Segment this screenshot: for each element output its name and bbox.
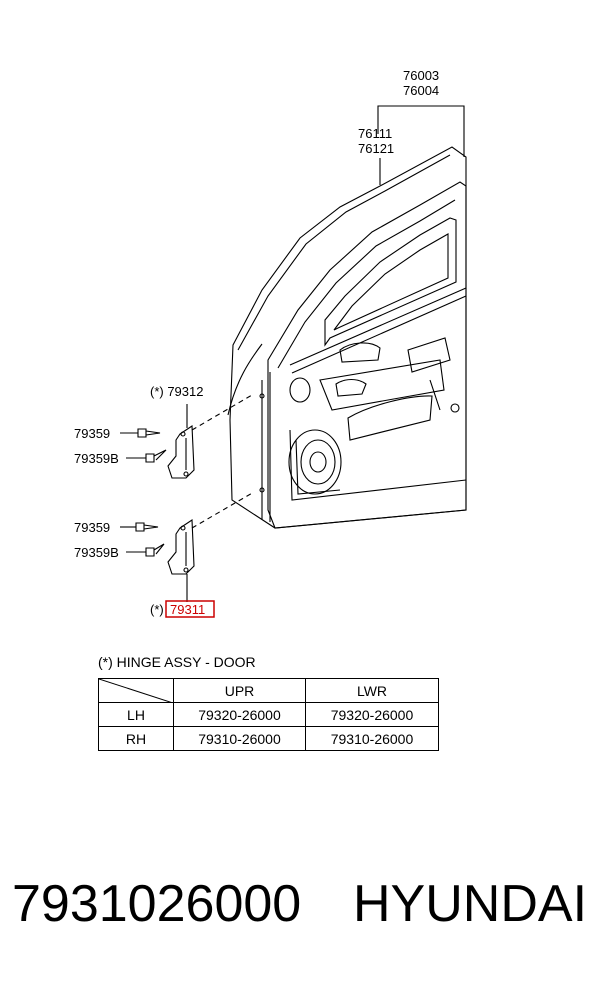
table-cell-upr: 79320-26000 bbox=[173, 702, 306, 727]
highlight-box bbox=[165, 600, 215, 618]
callout-76003: 76003 bbox=[403, 68, 439, 83]
legend-title: (*) HINGE ASSY - DOOR bbox=[98, 654, 256, 670]
part-number: 7931026000 bbox=[12, 875, 302, 933]
callout-79311[interactable]: 79311 bbox=[170, 602, 205, 617]
callout-79312: (*) 79312 bbox=[150, 384, 203, 399]
callout-76111: 76111 bbox=[358, 126, 392, 141]
door-inner-panel bbox=[267, 181, 467, 529]
callout-79359-lower: 79359 bbox=[74, 520, 110, 535]
callout-76121: 76121 bbox=[358, 141, 394, 156]
table-header-lwr: LWR bbox=[305, 678, 439, 703]
table-cell-side: RH bbox=[98, 726, 174, 751]
table-cell-lwr: 79310-26000 bbox=[305, 726, 439, 751]
door-exploded-diagram: 76003 76004 76111 76121 (*) 79312 79359 … bbox=[74, 68, 467, 618]
bolt-79359-upper bbox=[137, 428, 161, 438]
callout-79359b-lower: 79359B bbox=[74, 545, 119, 560]
door-outer-shell bbox=[229, 146, 467, 529]
table-row: RH 79310-26000 79310-26000 bbox=[98, 726, 439, 751]
callout-79359-upper: 79359 bbox=[74, 426, 110, 441]
table-corner-cell bbox=[98, 678, 174, 703]
corner-diagonal bbox=[99, 679, 173, 703]
window-frame bbox=[324, 217, 457, 347]
speaker bbox=[288, 429, 342, 495]
table-header-row: UPR LWR bbox=[98, 678, 439, 703]
table-row: LH 79320-26000 79320-26000 bbox=[98, 702, 439, 727]
table-cell-upr: 79310-26000 bbox=[173, 726, 306, 751]
table-header-upr: UPR bbox=[173, 678, 306, 703]
callout-79311-prefix: (*) bbox=[150, 602, 164, 617]
callout-79359b-upper: 79359B bbox=[74, 451, 119, 466]
table-cell-lwr: 79320-26000 bbox=[305, 702, 439, 727]
leader-76003 bbox=[377, 105, 465, 157]
hinge-table: UPR LWR LH 79320-26000 79320-26000 RH 79… bbox=[98, 678, 439, 751]
callout-76004: 76004 bbox=[403, 83, 439, 98]
bolt-79359-lower bbox=[135, 522, 159, 532]
bolt-79359b-upper bbox=[145, 449, 167, 463]
bolt-79359b-lower bbox=[145, 543, 165, 557]
upper-hinge bbox=[167, 425, 195, 479]
table-cell-side: LH bbox=[98, 702, 174, 727]
brand-name: HYUNDAI bbox=[353, 875, 588, 933]
lower-hinge bbox=[167, 519, 195, 575]
